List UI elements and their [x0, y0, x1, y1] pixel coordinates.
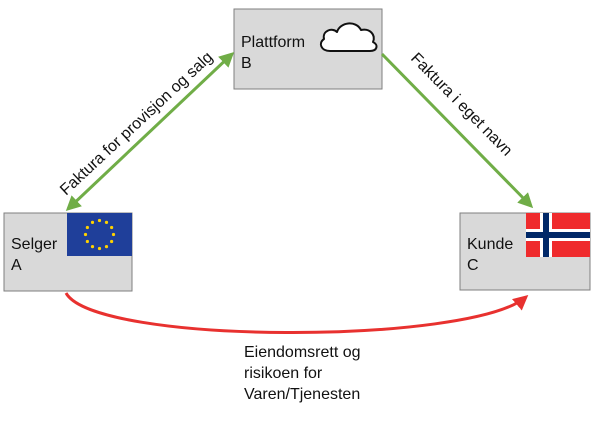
eu-star-icon [85, 225, 89, 230]
arrow-seller-platform [65, 51, 235, 212]
eu-star-icon [97, 218, 102, 223]
eu-star-icon [85, 239, 89, 244]
eu-star-icon [110, 239, 114, 244]
eu-star-icon [97, 246, 102, 251]
eu-star-icon [90, 220, 95, 224]
node-customer-name: Kunde [467, 236, 513, 253]
edge-label-seller-customer-line2: risikoen for [244, 365, 323, 382]
node-platform-code: B [241, 55, 252, 72]
node-platform: Plattform B [233, 8, 383, 90]
eu-star-icon [111, 232, 116, 237]
norway-flag-icon [526, 213, 590, 257]
eu-star-icon [104, 245, 109, 249]
edge-label-platform-customer: Faktura i eget navn [407, 50, 515, 160]
arrow-platform-customer [380, 52, 534, 209]
edge-label-seller-customer-line1: Eiendomsrett og [244, 344, 361, 361]
edge-label-seller-customer-line3: Varen/Tjenesten [244, 386, 360, 403]
eu-star-icon [104, 220, 109, 224]
node-customer-code: C [467, 257, 479, 274]
eu-star-icon [90, 245, 95, 249]
node-seller: Selger A [3, 212, 133, 292]
eu-star-icon [83, 232, 88, 237]
node-platform-name: Plattform [241, 34, 305, 51]
eu-star-icon [110, 225, 114, 230]
edge-label-seller-platform: Faktura for provisjon og salg [57, 49, 216, 199]
arrow-seller-customer [64, 292, 529, 334]
node-seller-code: A [11, 257, 22, 274]
cloud-icon [319, 22, 378, 52]
node-customer: Kunde C [459, 212, 591, 291]
eu-flag-stars [83, 218, 116, 251]
node-seller-name: Selger [11, 236, 58, 253]
